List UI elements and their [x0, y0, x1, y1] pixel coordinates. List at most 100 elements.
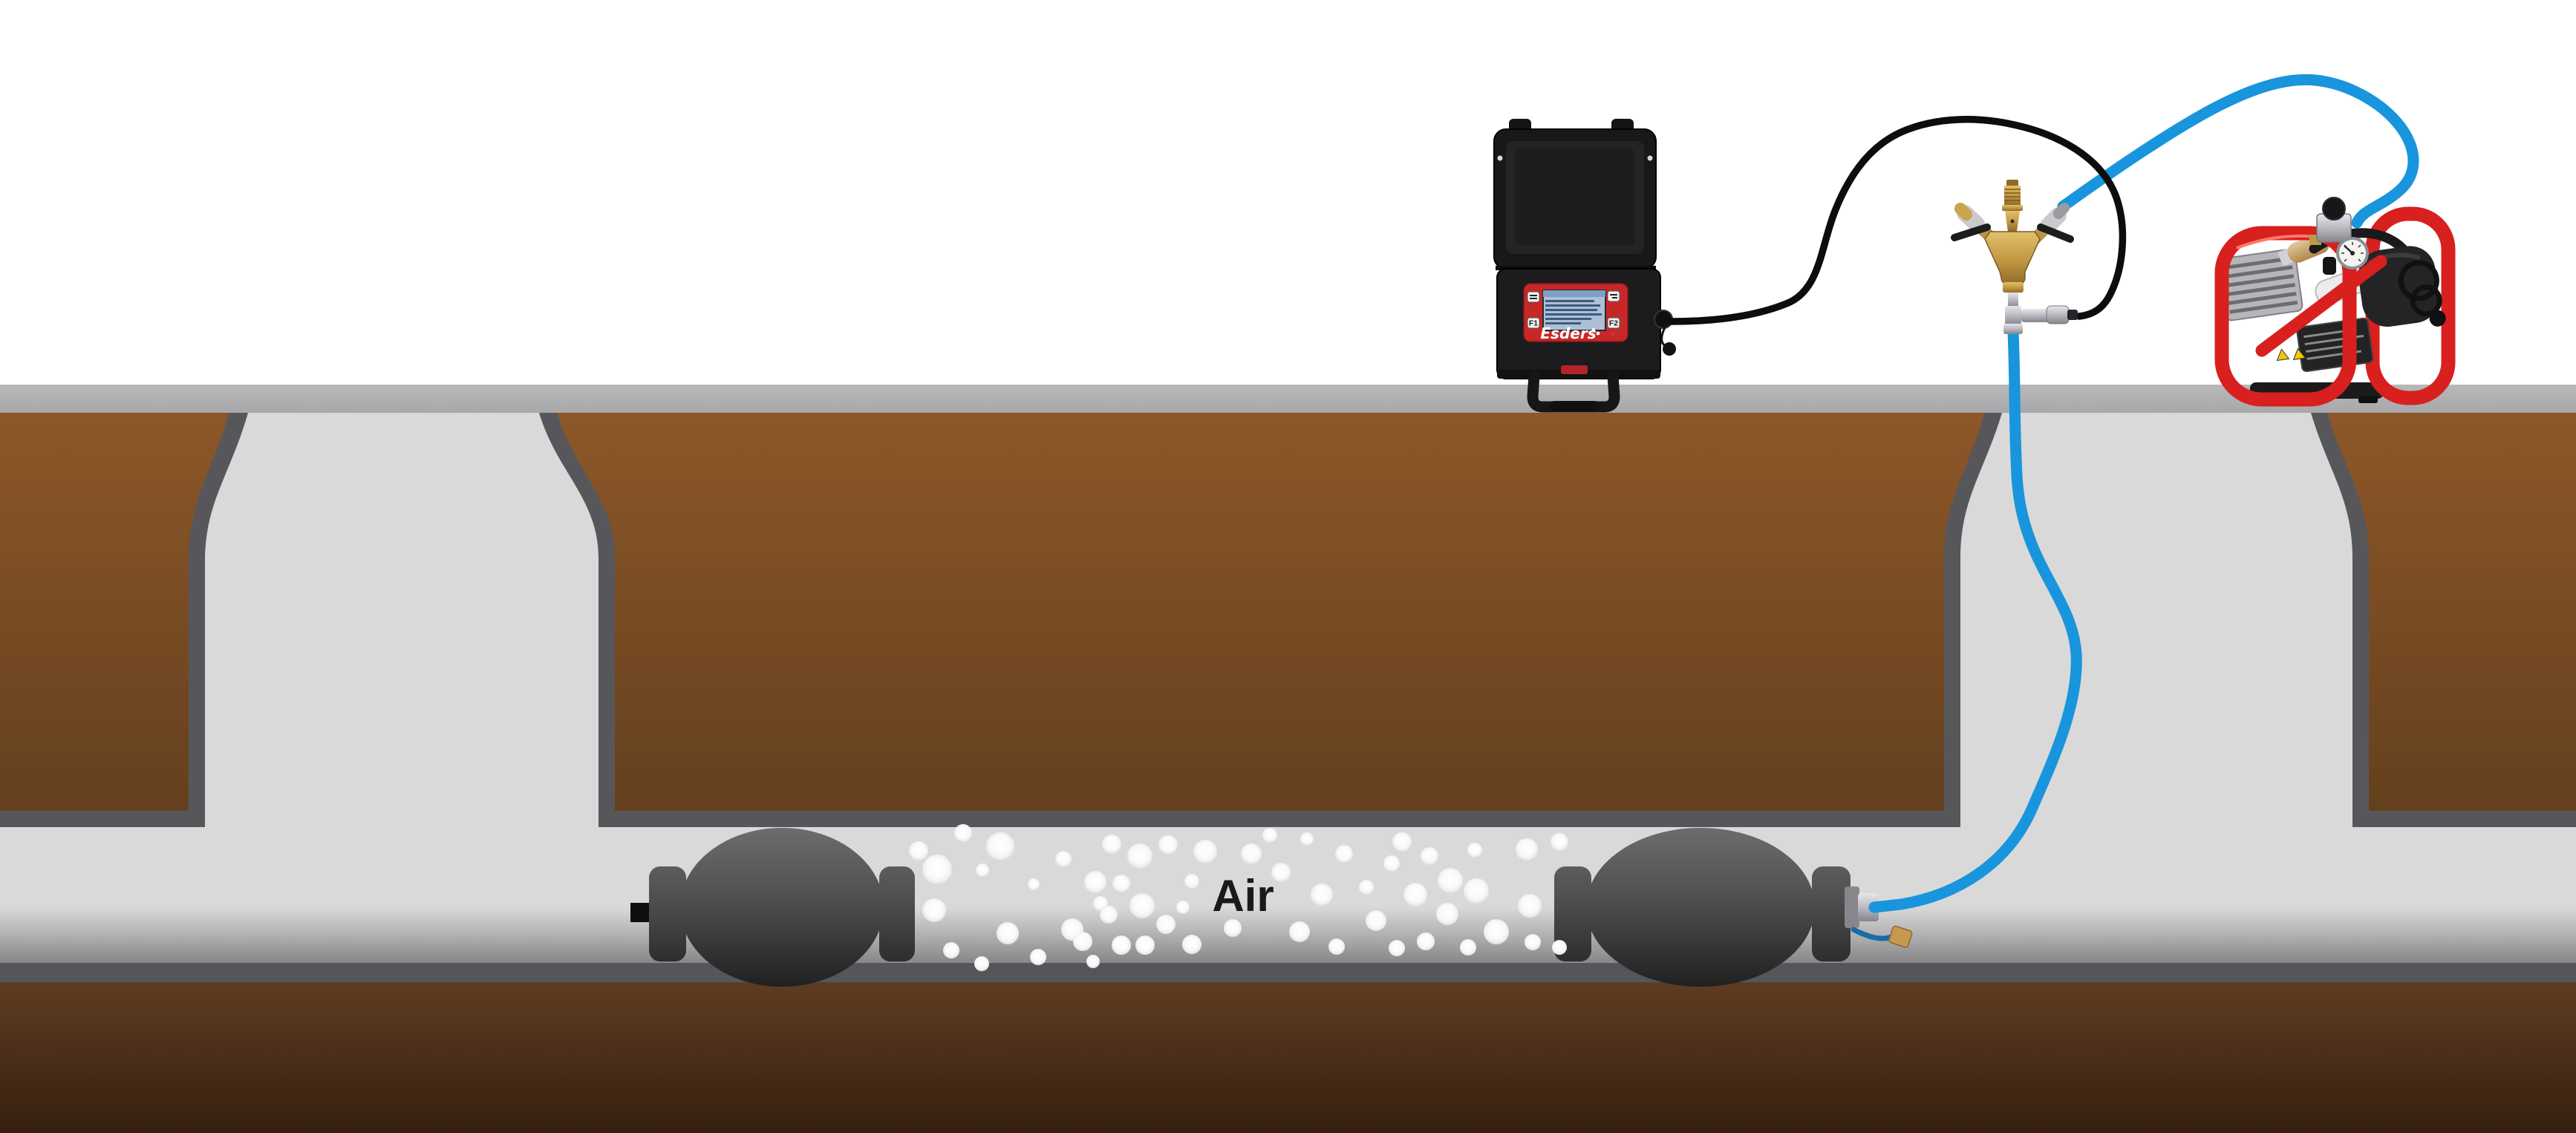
lid-screw-left: [1497, 155, 1503, 161]
air-bubble: [1241, 843, 1262, 864]
lcd-menu-line: [1545, 318, 1591, 320]
f1-button-label: F1: [1529, 319, 1538, 328]
air-bubble: [1438, 868, 1463, 893]
f1-button[interactable]: [1527, 317, 1540, 329]
air-bubble: [1073, 932, 1092, 951]
air-bubble: [1516, 838, 1538, 861]
drain-knob[interactable]: [2323, 257, 2336, 275]
f2-button-label: F2: [1609, 319, 1618, 328]
right-plug-hose-stub: [1858, 893, 1879, 921]
left-plug-front-collar: [879, 866, 915, 961]
air-bubble: [1086, 955, 1100, 968]
air-bubble: [1156, 915, 1175, 934]
inflation-hose-down-shaft: [1868, 325, 2082, 913]
left-plug-rear-collar: [649, 866, 686, 961]
case-lid-foam: [1515, 148, 1635, 245]
lcd-title-bar: [1543, 290, 1605, 297]
enter-button-icon: [1612, 297, 1617, 298]
menu-button[interactable]: [1527, 291, 1540, 303]
power-cord-coil: [2410, 284, 2442, 317]
air-bubble: [1389, 940, 1405, 956]
right-soil-block: [2327, 413, 2576, 811]
air-bubble: [1436, 903, 1458, 925]
air-bubble: [1127, 843, 1152, 869]
air-label: Air: [1212, 871, 1274, 921]
valve-stem-ring: [2002, 205, 2023, 211]
menu-button-icon: [1530, 295, 1537, 296]
air-bubble: [1176, 901, 1190, 914]
quick-connect-sleeve: [2046, 305, 2070, 324]
air-bubble: [1084, 871, 1106, 893]
deflate-hose-brass-tip: [1888, 925, 1913, 948]
air-bubble: [1112, 875, 1130, 892]
air-bubble: [1030, 949, 1046, 965]
air-bubble: [1158, 835, 1178, 855]
warning-triangle-icon: [2292, 347, 2306, 361]
air-bubble: [1484, 919, 1509, 944]
air-bubble: [1100, 906, 1118, 924]
air-bubble: [1028, 878, 1040, 890]
power-cord-plug: [2429, 310, 2446, 327]
air-bubble: [1335, 845, 1353, 863]
air-bubble: [954, 824, 972, 842]
enter-button[interactable]: [1607, 290, 1620, 302]
air-bubble: [1383, 855, 1400, 872]
pressure-regulator: [2309, 197, 2369, 275]
air-bubble: [1552, 940, 1567, 955]
right-valve-lever[interactable]: [2037, 223, 2074, 243]
head-fin: [2228, 292, 2297, 305]
air-bubble: [922, 898, 946, 922]
pipe-floor-shading: [0, 907, 2576, 963]
gauge-hub: [2350, 251, 2355, 255]
air-bubble: [1421, 847, 1438, 865]
air-bubble: [1271, 863, 1291, 882]
right-valve-hose-fitting: [2053, 203, 2070, 219]
sky-background: [0, 0, 2576, 385]
air-bubble: [1464, 878, 1489, 904]
right-plug-rear-collar: [1554, 866, 1591, 961]
air-bubble: [1311, 884, 1333, 906]
valve-stem-knurled: [2004, 186, 2021, 205]
valve-chrome-tube: [2008, 293, 2018, 307]
air-bubble: [1392, 832, 1412, 852]
enter-button-icon: [1610, 294, 1617, 296]
right-plug-flange: [1845, 887, 1859, 928]
test-valve-manifold: [1951, 180, 2078, 334]
brand-logo-dot: [1592, 328, 1595, 331]
warning-triangle-icon: [2276, 348, 2290, 362]
case-red-sliver: [1561, 365, 1588, 374]
air-bubble: [1224, 919, 1242, 937]
menu-button-icon: [1530, 298, 1537, 299]
air-bubble: [1359, 880, 1374, 895]
air-bubble: [1366, 910, 1386, 931]
air-bubble: [974, 956, 989, 971]
right-plug-bladder: [1586, 828, 1815, 987]
left-valve-brass-cap: [1954, 203, 1972, 221]
quick-connect-tip: [2067, 310, 2078, 320]
air-bubble: [1055, 851, 1072, 867]
air-bubble: [1102, 835, 1121, 854]
regulator-knob[interactable]: [2322, 197, 2346, 221]
left-valve-lever[interactable]: [1951, 223, 1991, 241]
air-bubble: [1518, 894, 1542, 918]
right-pipe-plug: [1554, 828, 1913, 987]
head-fin: [2223, 256, 2292, 270]
frame-hoop-left: [2214, 226, 2357, 407]
left-soil-block: [0, 413, 229, 811]
valve-stem-cap: [2006, 180, 2018, 186]
lcd-menu-line: [1545, 300, 1594, 302]
valve-stem-knurl-lines: [2004, 189, 2021, 201]
tee-block: [2005, 306, 2021, 325]
frame-diagonal-bar: [2255, 255, 2387, 357]
valve-stem-hole: [2010, 219, 2015, 223]
air-bubble: [1525, 934, 1541, 950]
left-pipe-plug: [630, 828, 915, 987]
tee-arm: [2021, 309, 2051, 322]
head-fin: [2227, 283, 2295, 296]
head-fin: [2226, 274, 2295, 288]
air-bubble: [1135, 936, 1155, 955]
f2-button[interactable]: [1607, 317, 1620, 329]
port-cap: [1663, 342, 1676, 356]
lower-soil: [0, 982, 2576, 1133]
